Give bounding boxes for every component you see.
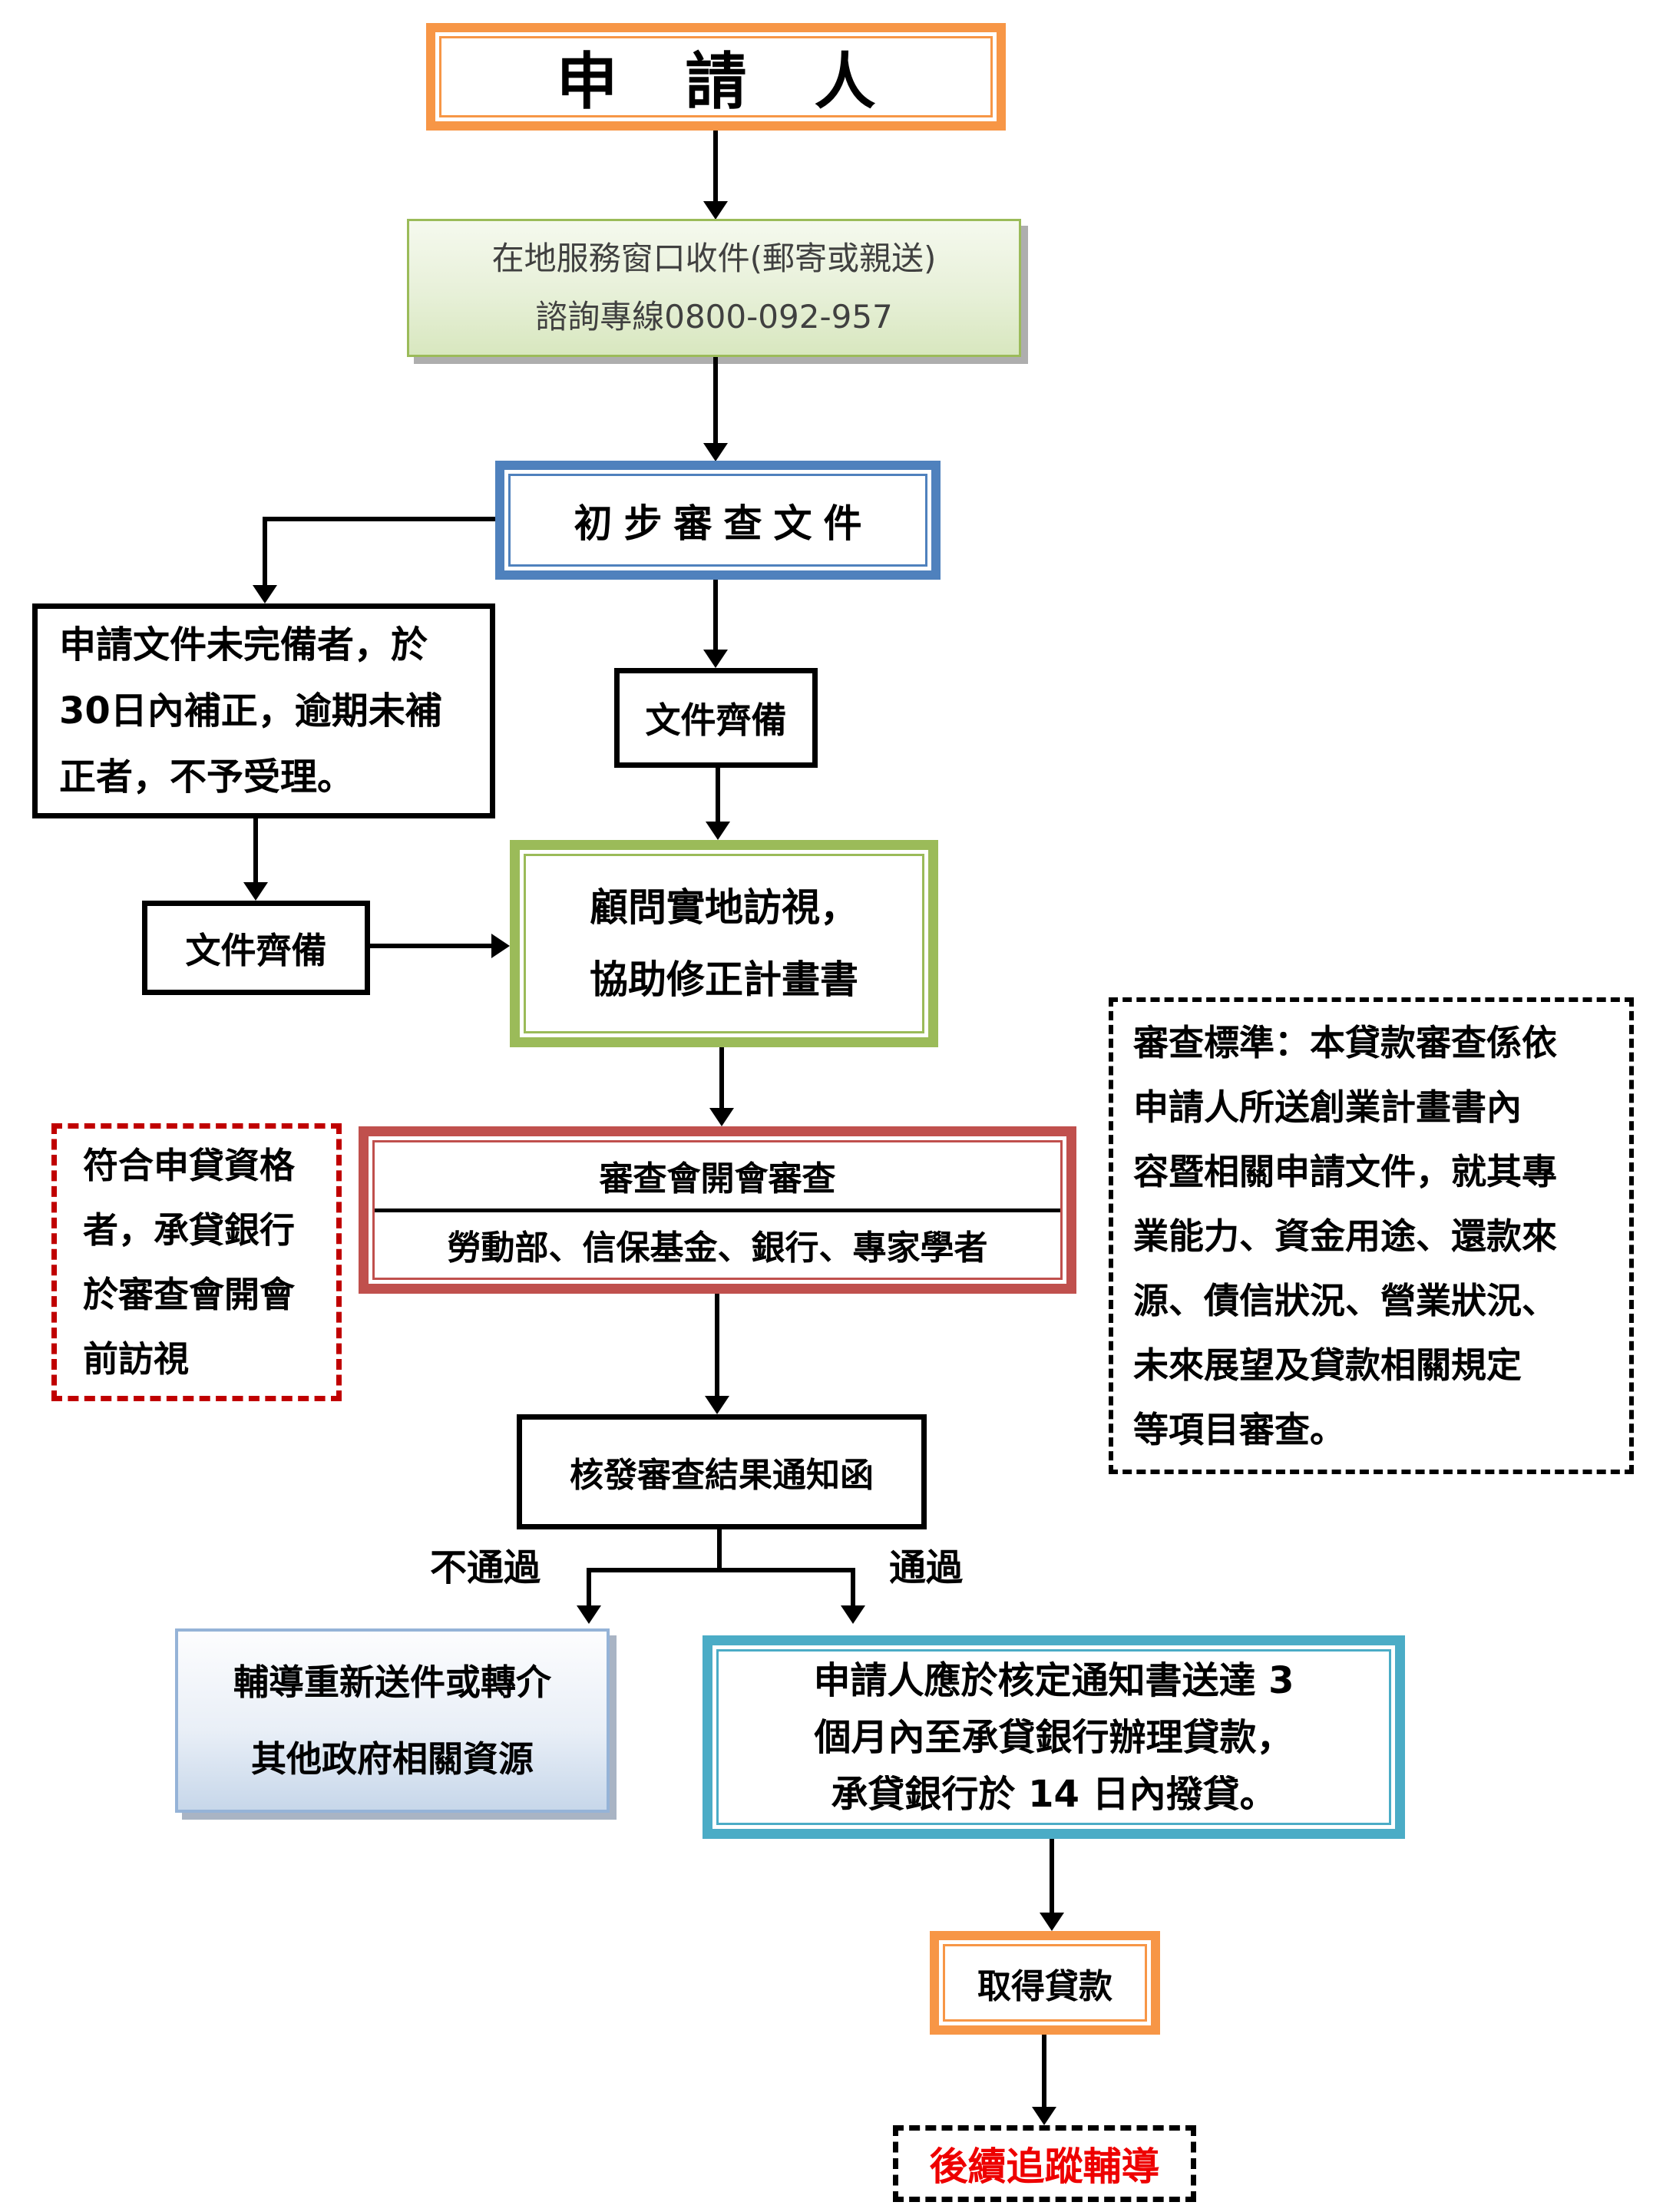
node-advisor-inner: 顧問實地訪視， 協助修正計畫書 [524,854,924,1033]
connector-loan-followup [1042,2035,1046,2107]
connector-incomplete-docsready [253,818,258,882]
standards-line-4: 業能力、資金用途、還款來 [1133,1215,1557,1257]
arrowhead-review-docsready [703,650,728,668]
standards-line-6: 未來展望及貸款相關規定 [1133,1344,1522,1386]
node-incomplete-note: 申請文件未完備者，於 30日內補正，逾期未補 正者，不予受理。 [32,603,495,818]
standards-line-7: 等項目審查。 [1133,1408,1345,1450]
connector-advisor-committee [719,1047,724,1108]
connector-split-pass [851,1568,855,1605]
connector-split-fail [587,1568,591,1605]
resubmit-line-2: 其他政府相關資源 [251,1738,534,1780]
arrowhead-incomplete-docsready [243,882,268,901]
eligibility-line-4: 前訪視 [83,1338,189,1380]
node-applicant-label: 申請人 [556,46,944,117]
arrowhead-intake-review [703,443,728,461]
node-advisor: 顧問實地訪視， 協助修正計畫書 [510,840,938,1047]
node-docs-ready-center-label: 文件齊備 [645,699,787,741]
node-bank-inner: 申請人應於核定通知書送達 3 個月內至承貸銀行辦理貸款， 承貸銀行於 14 日內… [716,1649,1391,1825]
eligibility-line-1: 符合申貸資格 [83,1145,295,1186]
advisor-line-2: 協助修正計畫書 [590,957,858,1002]
committee-members: 勞動部、信保基金、銀行、專家學者 [447,1228,988,1268]
node-loan-label: 取得貸款 [977,1966,1112,2006]
committee-members-row: 勞動部、信保基金、銀行、專家學者 [375,1212,1060,1278]
bank-line-3: 承貸銀行於 14 日內撥貸。 [831,1772,1277,1816]
connector-applicant-intake [713,131,718,201]
node-applicant-inner: 申請人 [439,36,993,117]
advisor-line-1: 顧問實地訪視， [590,885,858,930]
node-intake-line2: 諮詢專線0800-092-957 [535,298,893,336]
label-pass: 通過 [889,1546,964,1589]
node-docs-ready-left-label: 文件齊備 [185,929,327,971]
standards-line-3: 容暨相關申請文件，就其專 [1133,1150,1557,1192]
node-bank: 申請人應於核定通知書送達 3 個月內至承貸銀行辦理貸款， 承貸銀行於 14 日內… [703,1635,1405,1839]
connector-review-incomplete-h [263,517,495,521]
node-loan: 取得貸款 [930,1931,1160,2035]
node-committee-inner: 審查會開會審查 勞動部、信保基金、銀行、專家學者 [372,1140,1063,1280]
standards-line-1: 審查標準：本貸款審查係依 [1133,1021,1557,1063]
node-eligibility-note: 符合申貸資格 者，承貸銀行 於審查會開會 前訪視 [51,1123,342,1401]
arrowhead-bank-loan [1040,1913,1064,1931]
incomplete-line-3: 正者，不予受理。 [59,756,355,799]
arrowhead-review-incomplete [253,585,277,603]
bank-line-2: 個月內至承貸銀行辦理貸款， [814,1715,1294,1759]
incomplete-line-2: 30日內補正，逾期未補 [59,689,442,732]
node-incomplete-note-text: 申請文件未完備者，於 30日內補正，逾期未補 正者，不予受理。 [38,612,464,810]
connector-review-docsready [713,580,718,650]
connector-split-horizontal [587,1568,855,1572]
connector-docsreadyleft-advisor [370,944,491,948]
arrowhead-loan-followup [1032,2107,1056,2125]
node-followup: 後續追蹤輔導 [893,2125,1196,2202]
connector-docsready-advisor [716,768,720,822]
committee-title: 審查會開會審查 [599,1159,836,1199]
arrowhead-split-fail [577,1605,601,1624]
connector-bank-loan [1050,1839,1054,1913]
arrowhead-docsreadyleft-advisor [491,934,510,958]
node-initial-review-inner: 初步審查文件 [508,474,927,567]
eligibility-line-3: 於審查會開會 [83,1274,295,1315]
bank-line-1: 申請人應於核定通知書送達 3 [813,1658,1294,1702]
incomplete-line-1: 申請文件未完備者，於 [59,623,428,666]
node-followup-label: 後續追蹤輔導 [929,2144,1160,2189]
node-initial-review-label: 初步審查文件 [574,501,874,546]
connector-intake-review [713,357,718,443]
node-eligibility-note-text: 符合申貸資格 者，承貸銀行 於審查會開會 前訪視 [57,1133,295,1391]
committee-title-row: 審查會開會審查 [375,1142,1060,1212]
connector-review-incomplete-v [263,517,267,585]
node-initial-review: 初步審查文件 [495,461,941,580]
connector-committee-notice [715,1294,719,1396]
node-intake-line1: 在地服務窗口收件(郵寄或親送) [491,240,937,277]
node-standards-note-text: 審查標準：本貸款審查係依 申請人所送創業計畫書內 容暨相關申請文件，就其專 業能… [1113,1010,1557,1462]
label-fail: 不通過 [430,1546,541,1589]
arrowhead-applicant-intake [703,201,728,220]
standards-line-2: 申請人所送創業計畫書內 [1133,1086,1522,1128]
node-standards-note: 審查標準：本貸款審查係依 申請人所送創業計畫書內 容暨相關申請文件，就其專 業能… [1109,997,1634,1474]
arrowhead-docsready-advisor [706,822,730,840]
eligibility-line-2: 者，承貸銀行 [83,1209,295,1251]
node-intake: 在地服務窗口收件(郵寄或親送) 諮詢專線0800-092-957 [407,219,1021,357]
node-notice-label: 核發審查結果通知函 [570,1456,874,1495]
resubmit-line-1: 輔導重新送件或轉介 [233,1661,551,1703]
node-applicant: 申請人 [426,23,1006,131]
arrowhead-split-pass [841,1605,865,1624]
node-loan-inner: 取得貸款 [943,1944,1147,2022]
standards-line-5: 源、債信狀況、營業狀況、 [1133,1279,1557,1321]
node-committee: 審查會開會審查 勞動部、信保基金、銀行、專家學者 [359,1126,1076,1294]
arrowhead-advisor-committee [709,1108,734,1126]
node-docs-ready-left: 文件齊備 [142,901,370,995]
connector-notice-split [717,1529,722,1572]
node-resubmit: 輔導重新送件或轉介 其他政府相關資源 [175,1628,610,1813]
arrowhead-committee-notice [705,1396,729,1414]
node-notice: 核發審查結果通知函 [517,1414,927,1529]
node-docs-ready-center: 文件齊備 [614,668,818,768]
